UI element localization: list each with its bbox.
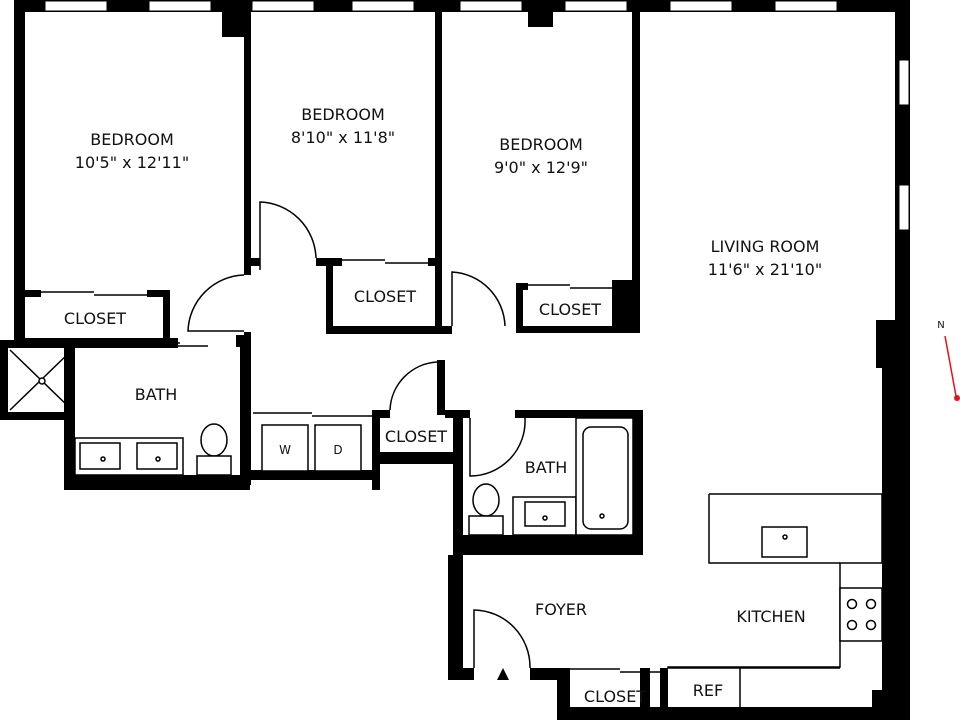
dryer-label: D xyxy=(333,443,342,457)
interior-walls xyxy=(0,10,887,720)
compass-north-label: N xyxy=(937,320,944,331)
closet-label: CLOSET xyxy=(539,300,601,319)
kitchen-label: KITCHEN xyxy=(736,607,805,626)
closet-label: CLOSET xyxy=(385,427,447,446)
washer-label: W xyxy=(279,443,291,457)
closet-label: CLOSET xyxy=(64,309,126,328)
entry-marker xyxy=(497,668,509,680)
room-name-bedroom-3: BEDROOM xyxy=(499,135,583,154)
ref-label: REF xyxy=(693,681,723,700)
compass-icon: N xyxy=(937,320,960,401)
bath-label: BATH xyxy=(135,385,177,404)
room-size-bedroom-1: 10'5" x 12'11" xyxy=(75,153,189,172)
doors xyxy=(41,201,660,680)
room-size-living-room: 11'6" x 21'10" xyxy=(708,260,822,279)
room-size-bedroom-2: 8'10" x 11'8" xyxy=(291,128,395,147)
closet-label: CLOSET xyxy=(354,287,416,306)
closet-label: CLOSET xyxy=(584,687,646,706)
fixtures xyxy=(9,349,883,707)
room-size-bedroom-3: 9'0" x 12'9" xyxy=(494,158,588,177)
bath-label: BATH xyxy=(525,458,567,477)
room-name-bedroom-2: BEDROOM xyxy=(301,105,385,124)
windows xyxy=(44,0,910,231)
room-name-bedroom-1: BEDROOM xyxy=(90,130,174,149)
foyer-label: FOYER xyxy=(535,600,587,619)
room-name-living-room: LIVING ROOM xyxy=(711,237,820,256)
